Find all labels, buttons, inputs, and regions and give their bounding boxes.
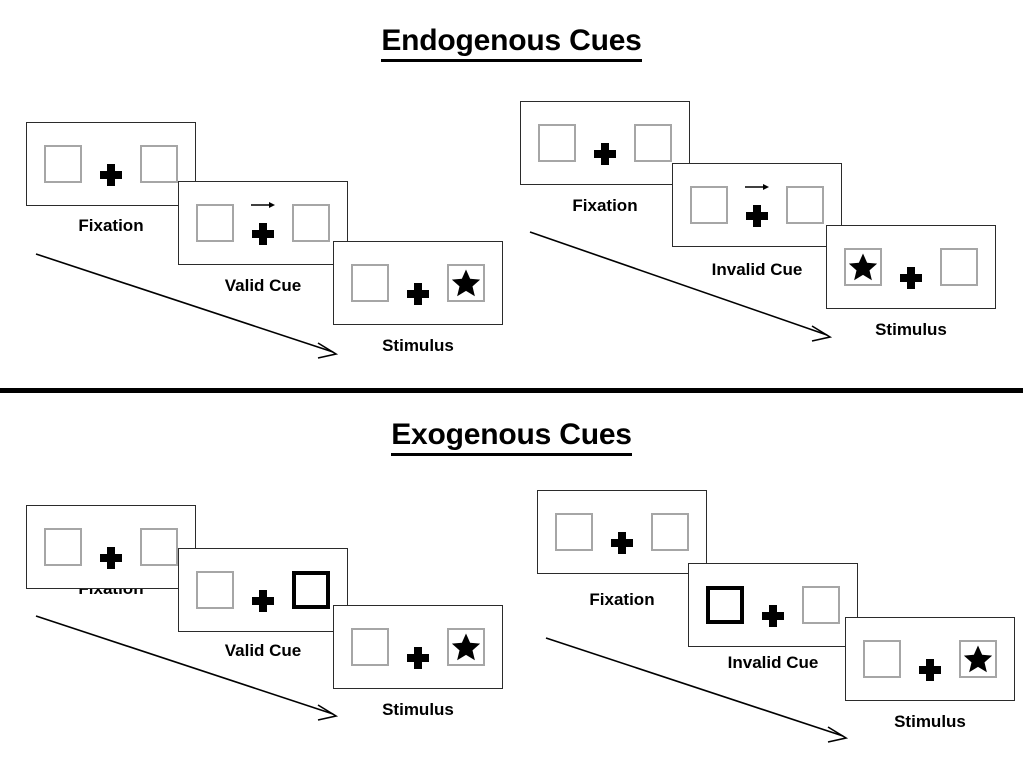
stage-label-stimulus: Stimulus (382, 700, 454, 719)
stimulus-box-left (44, 528, 82, 566)
star-icon (963, 644, 993, 674)
fixation-slot (403, 624, 433, 670)
stimulus-box-right (634, 124, 672, 162)
endogenous-section-title: Endogenous Cues (0, 24, 1023, 62)
fixation-slot (915, 636, 945, 682)
plus-icon (100, 547, 122, 569)
stage-label-fixation: Fixation (572, 196, 638, 215)
star-icon (848, 252, 878, 282)
panel-exo-valid-fixation (26, 505, 196, 589)
stimulus-box-left (555, 513, 593, 551)
diagonal-arrow-icon (30, 248, 350, 368)
stimulus-box-left (538, 124, 576, 162)
fixation-slot (248, 200, 278, 246)
plus-icon (100, 164, 122, 186)
stage-label-valid-cue: Valid Cue (224, 276, 302, 295)
panel-exo-invalid-stimulus (845, 617, 1015, 701)
stimulus-box-right (786, 186, 824, 224)
exogenous-title-text: Exogenous Cues (391, 418, 632, 456)
stimulus-box-right (447, 264, 485, 302)
fixation-slot (896, 244, 926, 290)
stage-label-fixation: Fixation (589, 590, 655, 609)
stimulus-box-right (651, 513, 689, 551)
stimulus-box-left (44, 145, 82, 183)
panel-exo-valid-cue (178, 548, 348, 632)
plus-icon (594, 143, 616, 165)
stimulus-box-left (351, 264, 389, 302)
fixation-slot (590, 120, 620, 166)
panel-endo-invalid-fixation (520, 101, 690, 185)
panel-exo-invalid-fixation (537, 490, 707, 574)
stimulus-box-right (140, 145, 178, 183)
plus-icon (407, 283, 429, 305)
panel-endo-valid-cue (178, 181, 348, 265)
stimulus-box-left (196, 571, 234, 609)
stimulus-box-right-cued (292, 571, 330, 609)
panel-exo-invalid-cue (688, 563, 858, 647)
fixation-slot (758, 582, 788, 628)
stimulus-box-left (844, 248, 882, 286)
section-divider (0, 388, 1023, 393)
stimulus-box-left (351, 628, 389, 666)
stimulus-box-left (690, 186, 728, 224)
plus-icon (611, 532, 633, 554)
plus-icon (252, 223, 274, 245)
fixation-slot (248, 567, 278, 613)
fixation-slot (403, 260, 433, 306)
panel-exo-valid-stimulus (333, 605, 503, 689)
stimulus-box-left-cued (706, 586, 744, 624)
plus-icon (900, 267, 922, 289)
panel-endo-invalid-stimulus (826, 225, 996, 309)
stimulus-box-right (802, 586, 840, 624)
panel-endo-invalid-cue (672, 163, 842, 247)
plus-icon (746, 205, 768, 227)
exogenous-section-title: Exogenous Cues (0, 418, 1023, 456)
stage-label-valid-cue: Valid Cue (224, 641, 302, 660)
fixation-slot (742, 182, 772, 228)
stimulus-box-left (196, 204, 234, 242)
stimulus-box-right (447, 628, 485, 666)
fixation-slot (96, 141, 126, 187)
stimulus-box-right (292, 204, 330, 242)
stage-label-stimulus: Stimulus (894, 712, 966, 731)
plus-icon (252, 590, 274, 612)
star-icon (451, 632, 481, 662)
plus-icon (919, 659, 941, 681)
stimulus-box-left (863, 640, 901, 678)
panel-endo-valid-stimulus (333, 241, 503, 325)
plus-icon (762, 605, 784, 627)
stage-label-stimulus: Stimulus (382, 336, 454, 355)
stimulus-box-right (959, 640, 997, 678)
arrow-right-icon (250, 200, 276, 210)
stimulus-box-right (940, 248, 978, 286)
fixation-slot (96, 524, 126, 570)
endogenous-title-text: Endogenous Cues (381, 24, 642, 62)
fixation-slot (607, 509, 637, 555)
diagonal-arrow-icon (540, 632, 860, 752)
arrow-right-icon (744, 182, 770, 192)
plus-icon (407, 647, 429, 669)
stage-label-fixation: Fixation (78, 216, 144, 235)
stage-label-invalid-cue: Invalid Cue (727, 653, 819, 672)
stage-label-stimulus: Stimulus (875, 320, 947, 339)
stage-label-invalid-cue: Invalid Cue (711, 260, 803, 279)
panel-endo-valid-fixation (26, 122, 196, 206)
stimulus-box-right (140, 528, 178, 566)
star-icon (451, 268, 481, 298)
